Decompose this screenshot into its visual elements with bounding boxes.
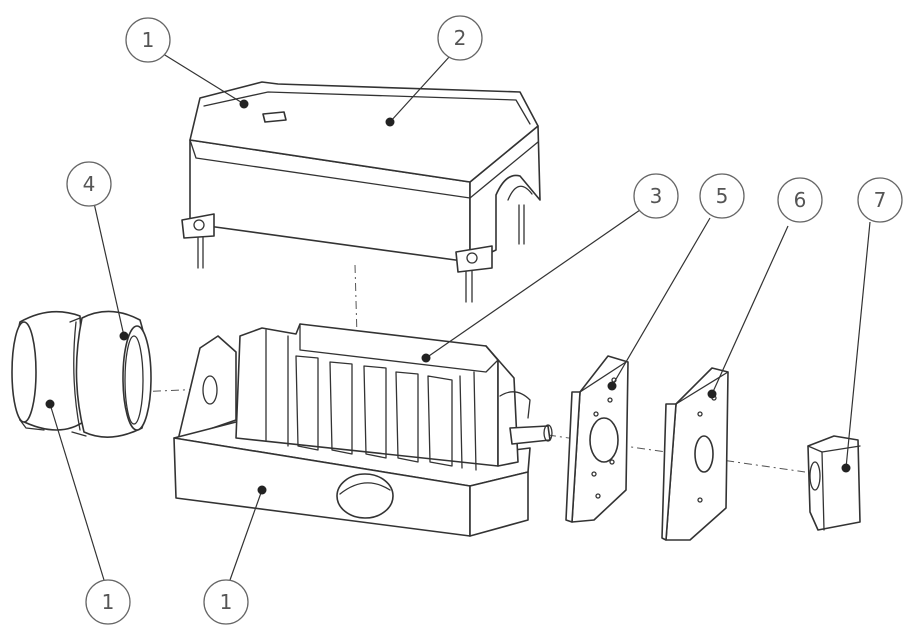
plate-large [661,367,729,541]
plate-small [565,355,629,523]
block-slice-6 [427,375,453,467]
cover-right-face [469,125,541,263]
housing-front-hole [336,473,394,519]
block-slice-4 [363,365,387,459]
block-slice-2 [295,355,319,451]
callout-contact-block: 3 [633,173,679,219]
cover-top-face [189,81,539,183]
callout-label: 1 [220,590,233,614]
knob-shaft-hole [809,461,821,491]
sleeve [11,310,152,438]
callout-label: 3 [650,184,663,208]
block-slice-1 [265,329,289,447]
plate-small-boss [589,417,619,463]
plate-large-edge [661,403,677,541]
callout-label: 1 [102,590,115,614]
callout-top-cover: 1 [125,17,171,63]
block-slice-5 [395,371,419,463]
callout-sleeve-base: 1 [85,579,131,625]
callout-label: 2 [454,26,467,50]
plate-small-edge [565,391,581,523]
block-end-cap [485,345,519,467]
callout-label: 7 [874,188,887,212]
cover-slot [262,111,287,123]
housing-right-face [469,471,529,537]
contact-block [235,323,553,471]
callout-cover: 2 [437,15,483,61]
callout-label: 4 [83,172,96,196]
leader-lines [45,51,871,581]
block-slice-3 [329,361,353,455]
callout-plate-small: 5 [699,173,745,219]
top-cover [181,81,541,303]
knob [807,435,861,531]
callout-housing-base: 1 [203,579,249,625]
callout-label: 5 [716,184,729,208]
callout-label: 6 [794,188,807,212]
plate-large-hole [694,435,714,473]
callout-knob: 7 [857,177,903,223]
callout-plate-large: 6 [777,177,823,223]
callout-label: 1 [142,28,155,52]
callout-sleeve: 4 [66,161,112,207]
cover-foot-left [181,213,215,239]
cover-foot-right [455,245,493,273]
housing-left-wall [177,335,237,441]
